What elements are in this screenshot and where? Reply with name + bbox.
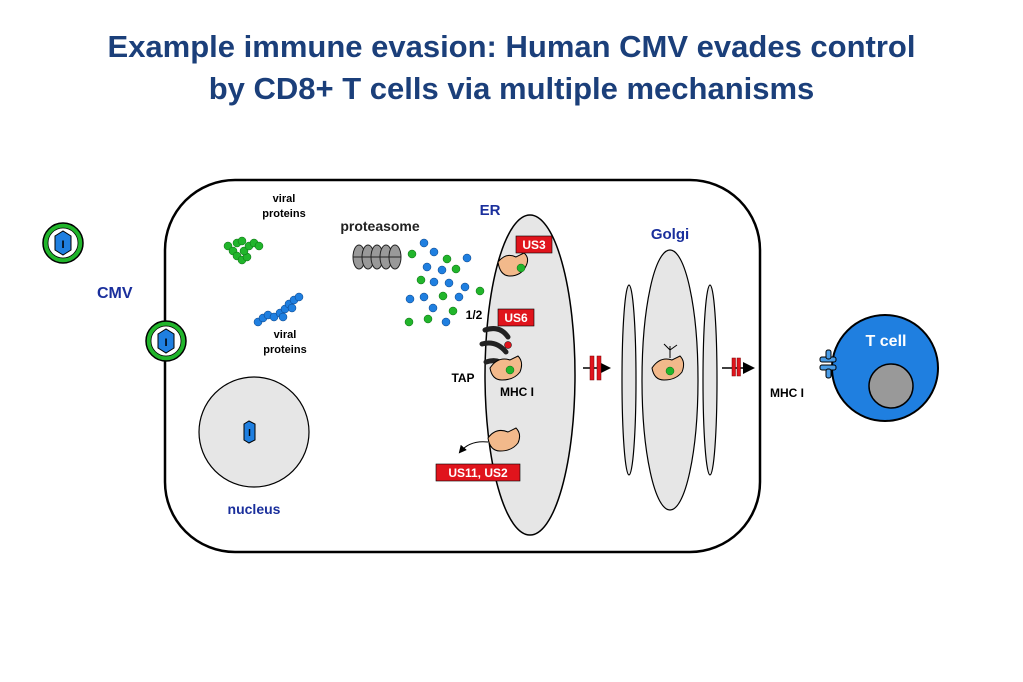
- proteasome-icon: [352, 244, 402, 270]
- title-line-2: by CD8+ T cells via multiple mechanisms: [208, 71, 815, 106]
- viral-proteins-label-top-line1: viral: [273, 193, 296, 205]
- blocked-arrow-er-to-golgi: [583, 355, 611, 381]
- virus-symbol: I: [248, 428, 251, 439]
- t-cell-label: T cell: [866, 333, 907, 350]
- us3-badge: US3: [515, 235, 553, 254]
- virus-in-nucleus-icon: I: [243, 420, 256, 444]
- us11-us2-badge: US11, US2: [435, 463, 521, 482]
- t-cell-receptor-icon: [819, 349, 837, 379]
- retrotranslocation-arrow: [458, 441, 489, 454]
- us6-badge: US6: [497, 308, 535, 327]
- viral-proteins-label-top-line2: proteins: [262, 208, 305, 220]
- t-cell-nucleus: [868, 363, 914, 409]
- peptide-fragments: [404, 238, 485, 327]
- cmv-virion-outside-icon: I: [42, 222, 84, 264]
- viral-protein-chain-blue: [253, 292, 304, 327]
- golgi-apparatus: [621, 249, 718, 511]
- virus-symbol: I: [61, 239, 64, 251]
- viral-proteins-label-bottom-line2: proteins: [263, 344, 306, 356]
- mhc-i-label-outer: MHC I: [770, 386, 804, 400]
- cmv-label: CMV: [97, 285, 133, 302]
- virus-symbol: I: [164, 337, 167, 349]
- t-cell: [819, 314, 939, 422]
- cmv-virion-membrane-icon: I: [145, 320, 187, 362]
- viral-protein-chain-green: [223, 236, 264, 265]
- tap-peptide-red: [504, 341, 512, 349]
- er-label: ER: [480, 202, 501, 219]
- mhc-i-molecule-degraded: [487, 427, 521, 452]
- mhc-i-molecule-us3: [497, 252, 529, 277]
- proteasome-label: proteasome: [340, 218, 420, 234]
- us6-badge-label: US6: [504, 311, 528, 325]
- us3-badge-label: US3: [522, 238, 546, 252]
- endoplasmic-reticulum: [484, 214, 576, 536]
- blocked-arrow-golgi-to-surface: [722, 357, 755, 377]
- mhc-i-label-inner: MHC I: [500, 385, 534, 399]
- title-line-1: Example immune evasion: Human CMV evades…: [107, 29, 916, 64]
- mhc-i-molecule-tap: [489, 355, 523, 381]
- viral-proteins-label-bottom-line1: viral: [274, 329, 297, 341]
- tap-half-label: 1/2: [466, 308, 483, 322]
- mhc-i-molecule-golgi: [651, 343, 685, 381]
- slide-title: Example immune evasion: Human CMV evades…: [0, 26, 1023, 110]
- us11-us2-badge-label: US11, US2: [448, 466, 508, 480]
- infected-cell-outline: [163, 178, 762, 554]
- tap-label: TAP: [451, 371, 474, 385]
- nucleus-label: nucleus: [228, 501, 281, 517]
- golgi-label: Golgi: [651, 226, 689, 243]
